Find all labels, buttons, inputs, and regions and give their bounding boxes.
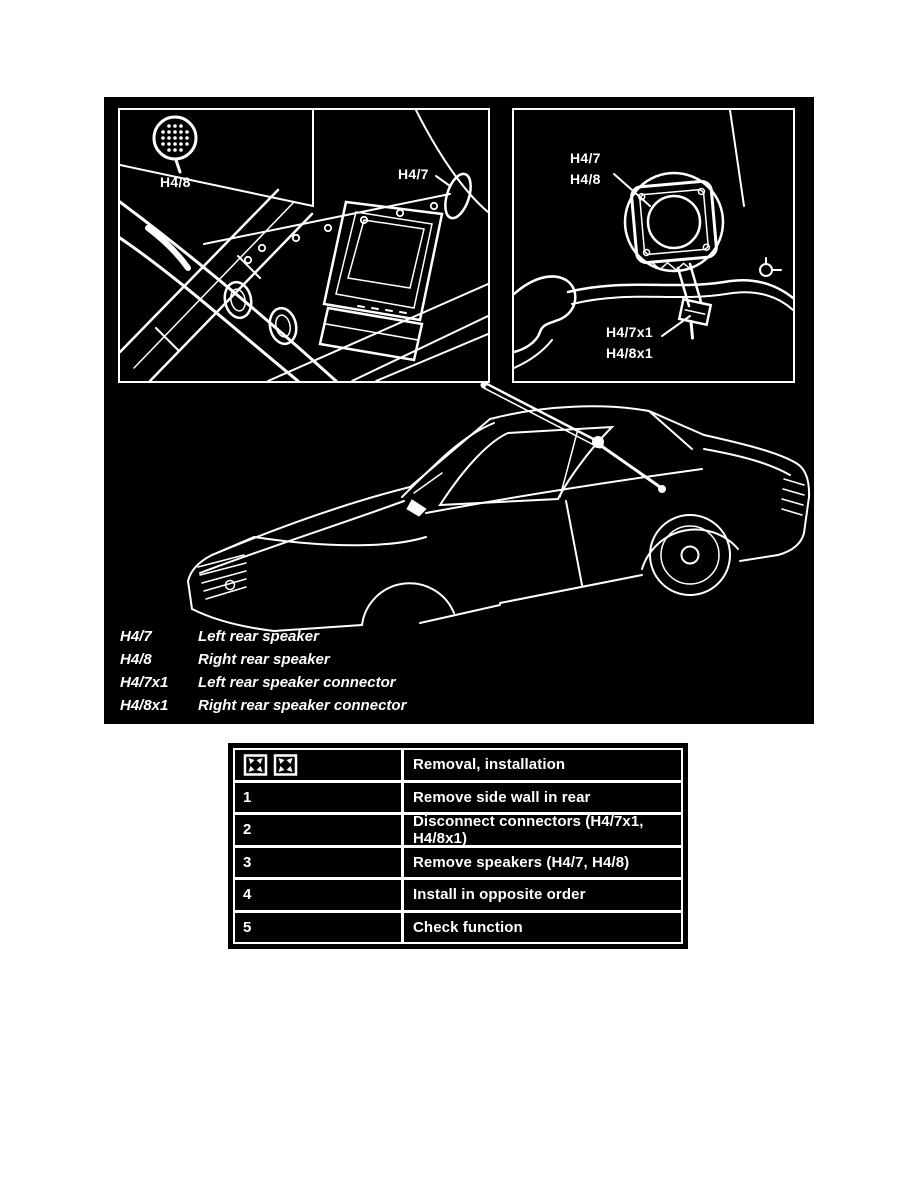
table-row: 2 Disconnect connectors (H4/7x1, H4/8x1) [235,812,681,848]
table-row: 4 Install in opposite order [235,880,681,913]
speaker-grille-dots [161,124,189,152]
connector-plug-icon [677,297,713,340]
step-number: 5 [235,912,404,942]
legend-row: H4/7x1 Left rear speaker connector [120,671,680,694]
legend-description: Left rear speaker connector [198,674,396,691]
table-row: 5 Check function [235,912,681,942]
label-h47: H4/7 [570,150,601,166]
crossed-arrows-icon [273,754,298,776]
legend-row: H4/7 Left rear speaker [120,625,680,648]
step-instruction: Remove side wall in rear [413,788,591,806]
legend-row: H4/8x1 Right rear speaker connector [120,694,680,717]
speaker-closeup-drawing [514,110,793,369]
legend-term: H4/7x1 [120,674,169,691]
step-instruction: Install in opposite order [413,886,586,904]
step-number: 3 [235,847,404,877]
speaker-icon [630,179,718,272]
step-number: 4 [235,880,404,910]
diagram-panel: H4/8 H4/7 [104,97,814,724]
table-header-row: Removal, installation [235,750,681,783]
table-row: 3 Remove speakers (H4/7, H4/8) [235,847,681,880]
legend-term: H4/7 [120,628,152,645]
leader-line [480,381,666,493]
legend-description: Left rear speaker [198,628,319,645]
crossed-arrows-icon [243,754,268,776]
legend-term: H4/8 [120,651,152,668]
step-number: 1 [235,782,404,812]
legend-row: H4/8 Right rear speaker [120,648,680,671]
table-row: 1 Remove side wall in rear [235,782,681,815]
legend: H4/7 Left rear speaker H4/8 Right rear s… [120,625,680,717]
label-right-rear-speaker: H4/8 [160,174,191,190]
step-instruction: Remove speakers (H4/7, H4/8) [413,853,630,871]
table-header-icons-cell [235,750,404,780]
label-h48: H4/8 [570,171,601,187]
step-number: 2 [235,815,404,845]
label-h47x1: H4/7x1 [606,324,653,340]
label-h48x1: H4/8x1 [606,345,653,361]
label-left-rear-speaker: H4/7 [398,166,429,182]
fastener-clip-icon [759,257,782,277]
legend-term: H4/8x1 [120,697,169,714]
inset-left-panel: H4/8 H4/7 [118,108,490,383]
step-instruction: Check function [413,918,523,936]
magnifier-circle [623,171,725,273]
speaker-grille-icon [152,115,198,174]
legend-description: Right rear speaker [198,651,330,668]
procedure-table: Removal, installation 1 Remove side wall… [228,743,688,949]
interior-drawing [120,110,488,381]
legend-description: Right rear speaker connector [198,697,407,714]
procedure-table-inner: Removal, installation 1 Remove side wall… [233,748,683,944]
step-instruction: Disconnect connectors (H4/7x1, H4/8x1) [413,812,644,847]
car-outline-drawing [186,381,811,633]
table-title: Removal, installation [413,756,566,774]
